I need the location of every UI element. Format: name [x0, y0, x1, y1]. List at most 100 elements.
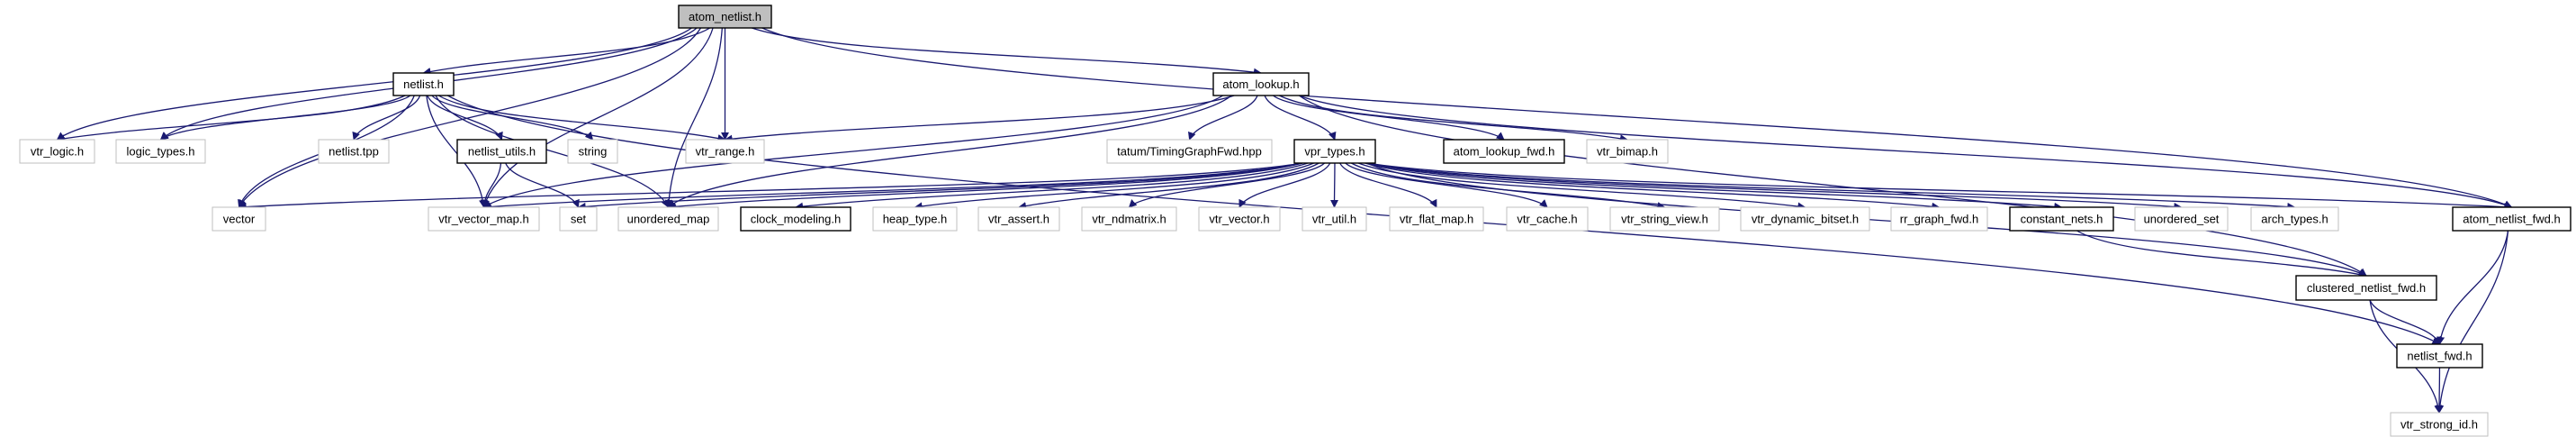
- node-label: arch_types.h: [2261, 213, 2328, 226]
- node-netlist-fwd[interactable]: netlist_fwd.h: [2396, 343, 2483, 369]
- edge-netlist-to-netlist_utils: [427, 95, 503, 141]
- edge-vpr_types-to-unordered_map: [667, 162, 1303, 211]
- edge-atom_lookup-to-vtr_bimap: [1279, 95, 1628, 143]
- node-label: clustered_netlist_fwd.h: [2307, 281, 2426, 295]
- edge-atom_lookup-to-vtr_range: [724, 95, 1235, 143]
- edge-netlist-to-netlist_tpp: [352, 95, 421, 141]
- node-box: [559, 206, 598, 232]
- node-box: [2396, 343, 2483, 369]
- node-constant-nets[interactable]: constant_nets.h: [2009, 206, 2114, 232]
- node-vtr-dynamic-bitset: vtr_dynamic_bitset.h: [1740, 206, 1870, 232]
- node-arch-types: arch_types.h: [2250, 206, 2339, 232]
- node-clock-modeling[interactable]: clock_modeling.h: [740, 206, 851, 232]
- edge-netlist-to-string: [431, 95, 594, 141]
- edge-vpr_types-to-vtr_ndmatrix: [1128, 162, 1326, 208]
- node-label: atom_lookup.h: [1222, 77, 1299, 91]
- node-label: vtr_vector.h: [1209, 213, 1269, 226]
- node-box: [1609, 206, 1720, 232]
- node-label: vtr_assert.h: [988, 213, 1049, 226]
- node-box: [1198, 206, 1281, 232]
- edge-atom_lookup-to-atom_lookup_fwd: [1273, 95, 1505, 141]
- edge-atom_netlist-to-unordered_map: [664, 27, 723, 208]
- edge-atom_lookup-to-tatum: [1188, 95, 1258, 141]
- node-label: vtr_ndmatrix.h: [1092, 213, 1166, 226]
- edge-vpr_types-to-constant_nets: [1366, 162, 2063, 211]
- node-box: [1389, 206, 1484, 232]
- node-string: string: [567, 139, 618, 164]
- node-netlist-utils[interactable]: netlist_utils.h: [456, 139, 547, 164]
- node-label: clock_modeling.h: [751, 213, 841, 226]
- node-label: vtr_util.h: [1312, 213, 1356, 226]
- node-box: [2250, 206, 2339, 232]
- node-atom-lookup[interactable]: atom_lookup.h: [1212, 72, 1310, 96]
- edge-vpr_types-to-vtr_flat_map: [1339, 162, 1437, 208]
- node-label: netlist_utils.h: [468, 145, 536, 159]
- edge-vpr_types-to-vtr_assert: [1018, 162, 1320, 210]
- node-label: netlist.tpp: [329, 145, 379, 159]
- node-atom-lookup-fwd[interactable]: atom_lookup_fwd.h: [1443, 139, 1565, 164]
- node-clustered-netlist-fwd[interactable]: clustered_netlist_fwd.h: [2295, 275, 2437, 301]
- edge-vpr_types-to-vtr_vector_map: [482, 162, 1303, 211]
- node-box: [567, 139, 618, 164]
- edge-vpr_types-to-vector: [238, 162, 1303, 212]
- node-logic-types: logic_types.h: [115, 139, 206, 164]
- edge-atom_netlist-to-atom_lookup: [752, 27, 1262, 77]
- node-vtr-string-view: vtr_string_view.h: [1609, 206, 1720, 232]
- node-unordered-set: unordered_set: [2134, 206, 2229, 232]
- node-label: unordered_set: [2144, 213, 2220, 226]
- node-box: [1293, 139, 1376, 164]
- edge-vpr_types-to-arch_types: [1366, 162, 2296, 211]
- node-label: netlist_fwd.h: [2407, 350, 2472, 363]
- node-box: [1443, 139, 1565, 164]
- edge-vpr_types-to-atom_netlist_fwd: [1366, 162, 2513, 212]
- node-box: [1890, 206, 1988, 232]
- edge-atom_netlist_fwd-to-vtr_strong_id: [2436, 230, 2509, 414]
- edge-atom_lookup-to-atom_netlist_fwd: [1299, 95, 2513, 209]
- node-label: heap_type.h: [883, 213, 948, 226]
- node-box: [1081, 206, 1177, 232]
- node-box: [685, 139, 765, 164]
- node-tatum: tatum/TimingGraphFwd.hpp: [1106, 139, 1273, 164]
- node-box: [1586, 139, 1669, 164]
- node-label: vtr_dynamic_bitset.h: [1752, 213, 1859, 226]
- node-label: netlist.h: [403, 77, 444, 91]
- node-label: vector: [223, 213, 256, 226]
- node-vtr-flat-map: vtr_flat_map.h: [1389, 206, 1484, 232]
- node-box: [456, 139, 547, 164]
- edge-atom_netlist-to-vtr_logic: [56, 27, 692, 141]
- node-vtr-cache: vtr_cache.h: [1506, 206, 1589, 232]
- node-label: atom_lookup_fwd.h: [1454, 145, 1555, 159]
- node-vector: vector: [212, 206, 266, 232]
- node-label: tatum/TimingGraphFwd.hpp: [1117, 145, 1262, 159]
- edge-atom_netlist-to-netlist: [422, 27, 711, 76]
- node-label: string: [579, 145, 608, 159]
- node-vtr-bimap: vtr_bimap.h: [1586, 139, 1669, 164]
- node-label: logic_types.h: [127, 145, 195, 159]
- node-vtr-assert: vtr_assert.h: [977, 206, 1060, 232]
- edges-layer: [56, 27, 2513, 414]
- node-box: [2390, 412, 2489, 437]
- edge-atom_lookup-to-vpr_types: [1264, 95, 1337, 141]
- node-label: vtr_vector_map.h: [438, 213, 528, 226]
- node-heap-type: heap_type.h: [872, 206, 958, 232]
- node-label: vtr_range.h: [696, 145, 755, 159]
- node-box: [2134, 206, 2229, 232]
- node-vpr-types[interactable]: vpr_types.h: [1293, 139, 1376, 164]
- edge-netlist-to-vtr_vector_map: [426, 95, 487, 208]
- edge-netlist_utils-to-set: [505, 162, 580, 208]
- node-box: [1506, 206, 1589, 232]
- node-netlist[interactable]: netlist.h: [392, 72, 455, 96]
- node-label: atom_netlist_fwd.h: [2463, 213, 2560, 226]
- node-rr-graph-fwd: rr_graph_fwd.h: [1890, 206, 1988, 232]
- edge-netlist-to-unordered_map: [435, 95, 670, 208]
- node-atom-netlist[interactable]: atom_netlist.h: [678, 5, 772, 29]
- edge-netlist-to-vtr_logic: [56, 95, 406, 143]
- node-box: [977, 206, 1060, 232]
- node-vtr-vector-map: vtr_vector_map.h: [428, 206, 540, 232]
- node-label: constant_nets.h: [2021, 213, 2103, 226]
- node-box: [1740, 206, 1870, 232]
- node-set: set: [559, 206, 598, 232]
- edge-vpr_types-to-vtr_cache: [1345, 162, 1548, 208]
- node-atom-netlist-fwd[interactable]: atom_netlist_fwd.h: [2452, 206, 2571, 232]
